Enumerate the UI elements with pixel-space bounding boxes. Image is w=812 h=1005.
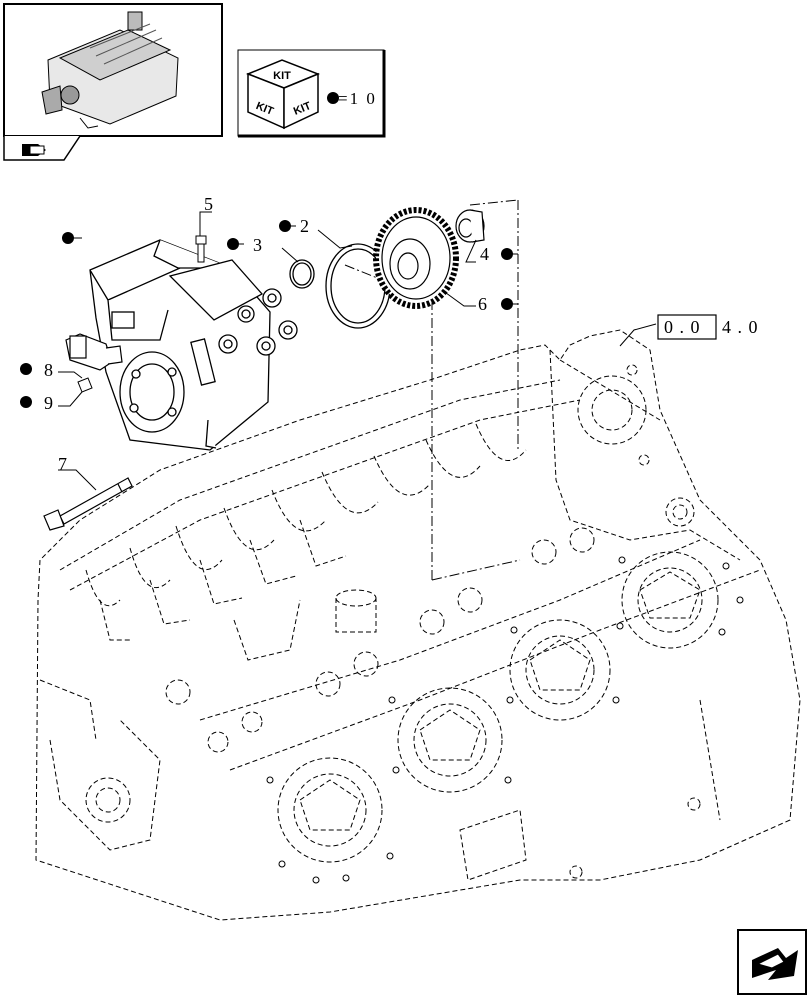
callout-6: 6 (478, 294, 487, 314)
callout-2: 2 (300, 216, 309, 236)
callout-8: 8 (44, 360, 53, 380)
screw-part-9[interactable] (77, 377, 93, 393)
reference-label[interactable]: 0 . 0 4 . 0 (657, 314, 759, 340)
dot-markers (20, 220, 513, 408)
kit-quantity: =1 0 (338, 89, 377, 108)
nav-arrow-icon (22, 144, 46, 156)
kit-box: KIT KIT KIT =1 0 (237, 49, 386, 138)
next-arrow-icon (752, 948, 798, 980)
gear-part-6[interactable] (373, 207, 459, 309)
callout-3: 3 (253, 235, 262, 255)
oring-part-3[interactable] (289, 259, 315, 289)
kit-top-label: KIT (273, 70, 291, 82)
engine-block-outline (35, 329, 801, 921)
reference-boxed-part: 0 . 0 (664, 317, 701, 337)
reference-trailing-part: 4 . 0 (722, 317, 759, 337)
callout-4: 4 (480, 244, 489, 264)
callout-5: 5 (204, 194, 213, 214)
next-page-button[interactable] (737, 929, 807, 995)
kit-dot-marker (327, 92, 339, 104)
kit-cube-icon: KIT KIT KIT (245, 59, 321, 130)
bushing-part-4[interactable] (455, 209, 485, 243)
engine-thumbnail[interactable] (3, 3, 223, 161)
sensor-part-8[interactable] (65, 333, 123, 371)
callout-7: 7 (58, 454, 67, 474)
dot-marker-tails (74, 225, 518, 305)
screw-part-5[interactable] (195, 235, 207, 263)
pump-assembly[interactable] (89, 239, 298, 451)
callout-9: 9 (44, 393, 53, 413)
bolt-part-7[interactable] (43, 477, 133, 531)
leader-lines (58, 211, 657, 491)
